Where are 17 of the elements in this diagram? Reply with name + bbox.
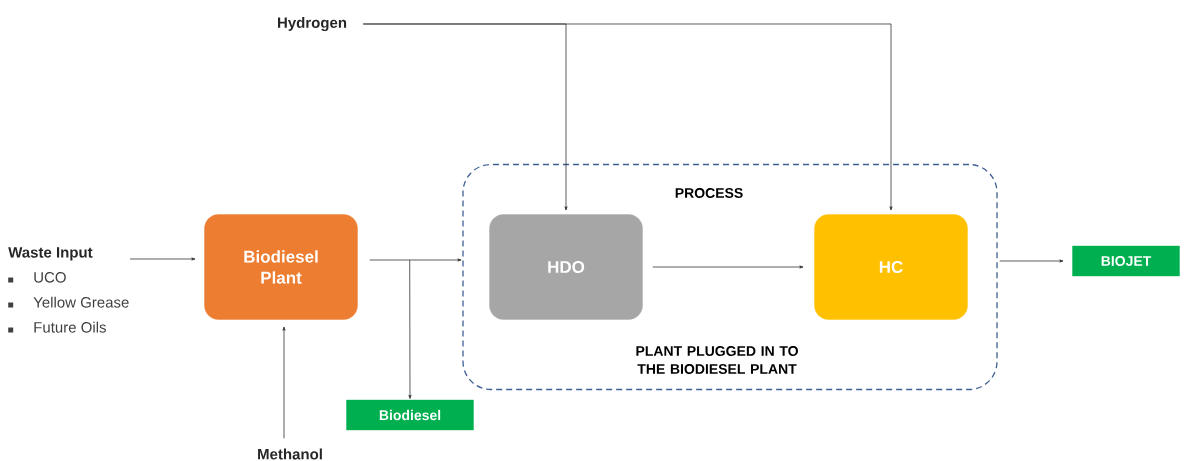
process-box: Biodiesel Plant xyxy=(204,214,358,320)
input-label: Hydrogen xyxy=(278,16,347,32)
input-list: Waste Input UCO Yellow Grease Future Oils xyxy=(8,247,129,333)
arrow xyxy=(408,259,412,399)
arrow xyxy=(369,258,462,262)
arrow xyxy=(282,326,286,439)
arrow xyxy=(652,265,804,269)
group-note: PLANT PLUGGED IN TO THE BIODIESEL PLANT xyxy=(636,346,798,374)
product-box: Biodiesel xyxy=(346,399,474,431)
group-title: PROCESS xyxy=(675,188,743,198)
arrow xyxy=(362,23,893,211)
process-box: HDO xyxy=(489,214,643,320)
product-box: BIOJET xyxy=(1072,245,1180,277)
arrow xyxy=(999,259,1064,263)
arrow xyxy=(129,257,196,261)
process-box: HC xyxy=(814,214,968,320)
input-label: Methanol xyxy=(258,448,322,460)
